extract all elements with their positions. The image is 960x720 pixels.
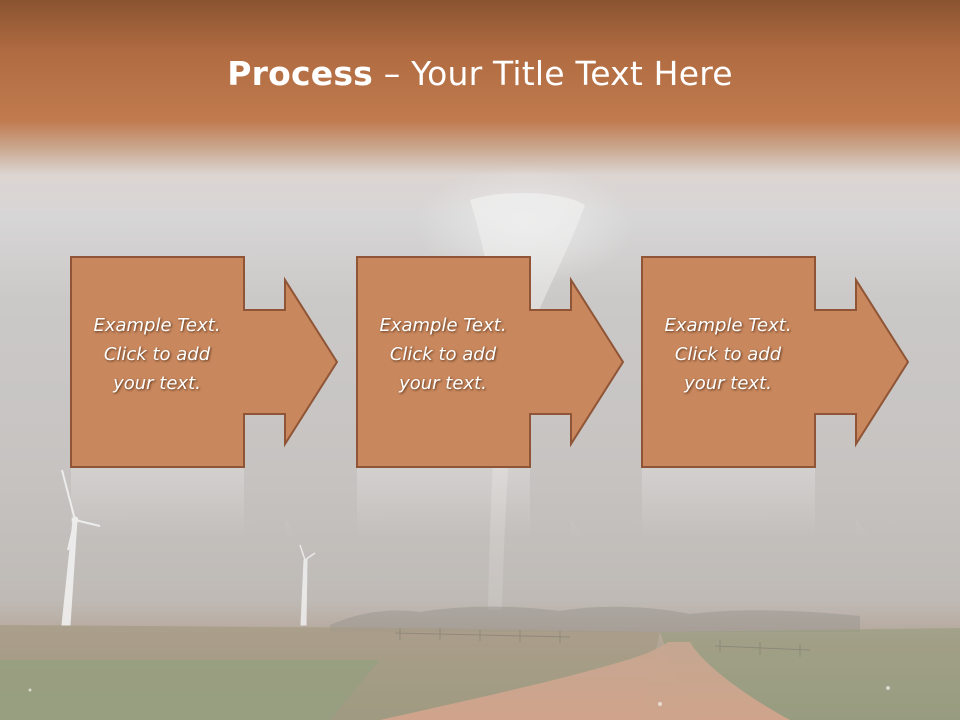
process-step-1[interactable]: Example Text. Click to add your text. [70,256,340,538]
step-text-line: Example Text. [664,315,792,336]
title-regular-text: – Your Title Text Here [373,54,733,93]
step-text-line: your text. [399,373,487,394]
process-step-3[interactable]: Example Text. Click to add your text. [641,256,911,538]
process-step-shape [641,256,910,468]
step-text-line: Click to add [103,344,211,365]
process-step-reflection [642,468,871,538]
dirt-road [380,642,790,720]
step-text-line: your text. [684,373,772,394]
process-step-text[interactable]: Example Text. Click to add your text. [72,311,242,398]
process-step-reflection [357,468,586,538]
process-step-reflection [71,468,300,538]
fence [394,628,811,657]
step-text-line: Example Text. [93,315,221,336]
process-step-shape [70,256,339,468]
step-text-line: Click to add [389,344,497,365]
process-step-text[interactable]: Example Text. Click to add your text. [358,311,528,398]
title-band: Process – Your Title Text Here [0,0,960,150]
process-step-2[interactable]: Example Text. Click to add your text. [356,256,626,538]
step-text-line: your text. [113,373,201,394]
wind-turbine-icon [299,544,316,626]
process-step-shape [356,256,625,468]
step-text-line: Click to add [674,344,782,365]
process-step-text[interactable]: Example Text. Click to add your text. [643,311,813,398]
page-title[interactable]: Process – Your Title Text Here [0,54,960,93]
tree-line [330,606,860,632]
flowers [28,686,890,706]
step-text-line: Example Text. [379,315,507,336]
title-bold-text: Process [227,54,374,93]
grass-front [0,660,380,720]
